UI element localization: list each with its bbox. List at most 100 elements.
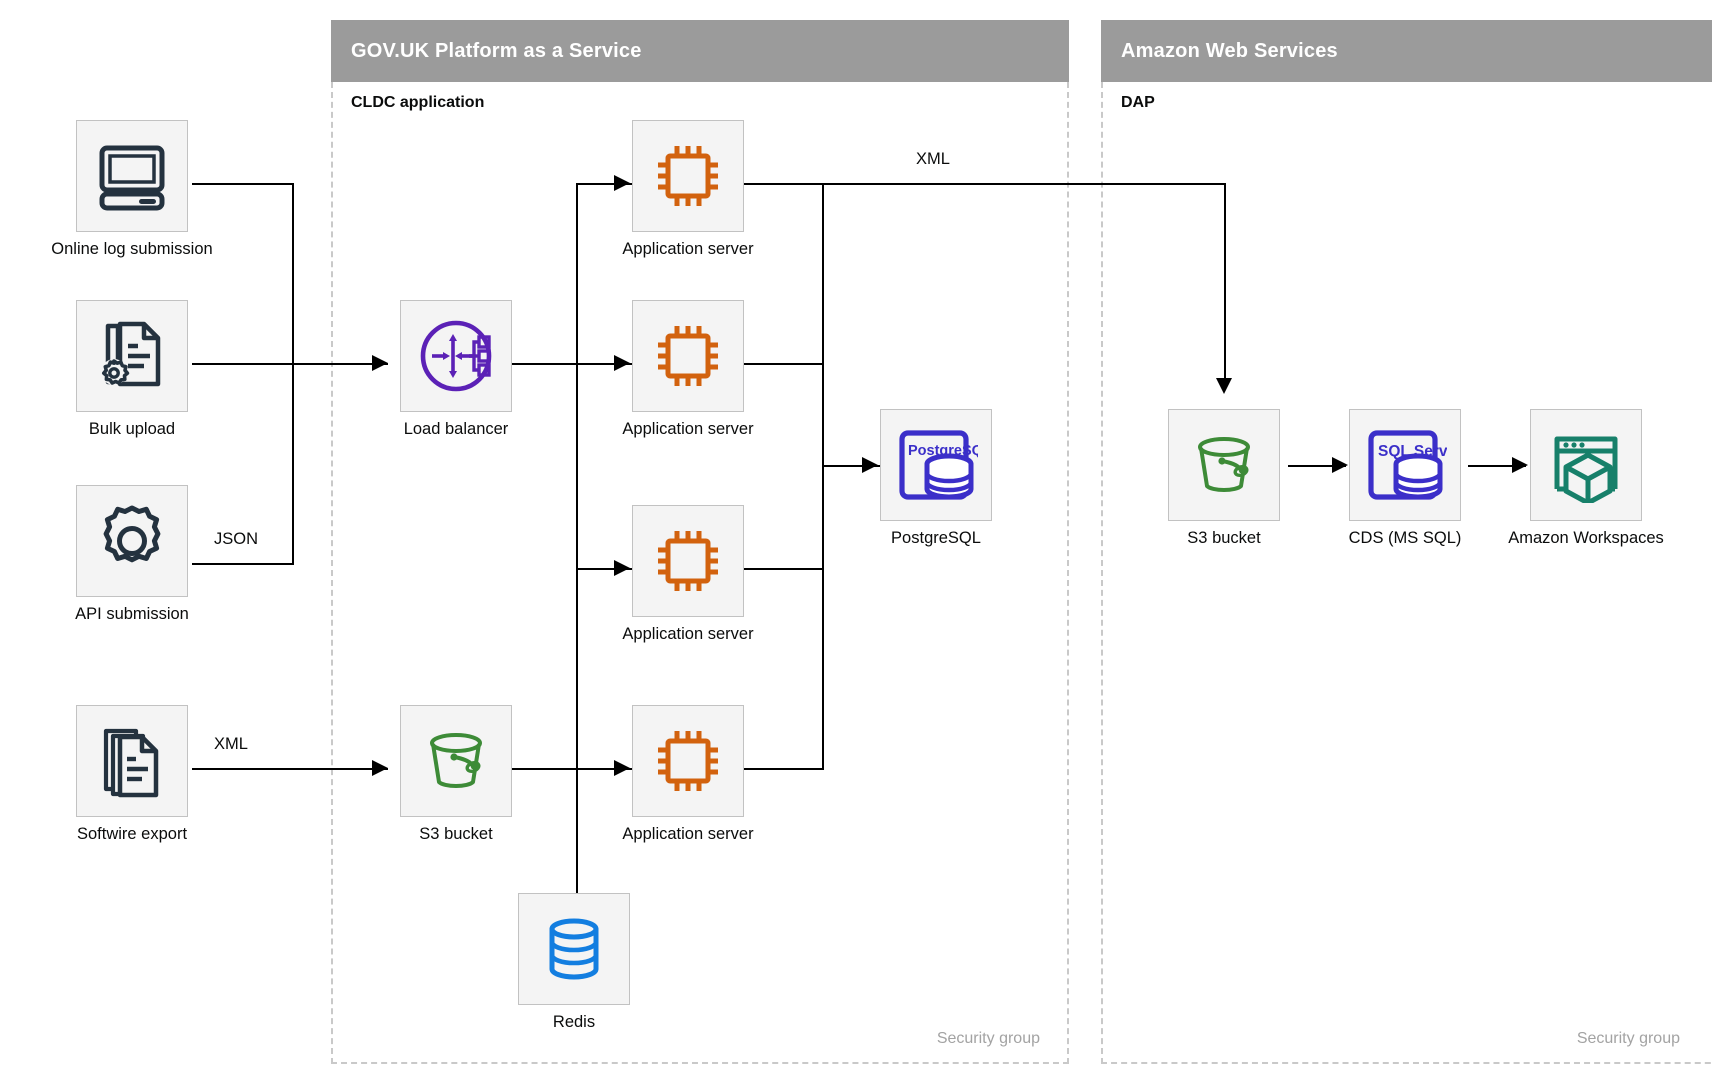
document-gear-icon [101,321,161,387]
node-label-app-server-4: Application server [622,825,754,843]
edge-label-xml-in: XML [210,735,252,754]
edge-lb-bus-v [576,183,578,773]
edge-collector-to-postgres [822,465,882,467]
security-group-label-aws: Security group [1576,1030,1680,1047]
edge-lb-app3 [576,568,632,570]
node-cds-ms-sql[interactable]: SQL Server CDS (MS SQL) [1349,409,1461,547]
node-box-online-log-submission [76,120,188,232]
edge-app4-out [744,768,824,770]
node-bulk-upload[interactable]: Bulk upload [76,300,188,438]
cpu-chip-icon [658,531,718,591]
node-box-api-submission [76,485,188,597]
node-box-load-balancer [400,300,512,412]
node-box-cds-ms-sql: SQL Server [1349,409,1461,521]
arrow-into-app-server-3 [614,560,630,576]
cpu-chip-icon [658,326,718,386]
node-label-s3-bucket-aws: S3 bucket [1187,529,1261,547]
node-box-postgresql: PostgreSQL [880,409,992,521]
edge-xml-to-aws-h [744,183,1226,185]
load-balancer-icon [420,320,492,392]
node-postgresql[interactable]: PostgreSQL PostgreSQL [880,409,992,547]
group-header-paas-label: GOV.UK Platform as a Service [351,39,642,62]
security-group-label-paas: Security group [936,1030,1040,1047]
edge-app2-out [744,363,824,365]
node-label-amazon-workspaces: Amazon Workspaces [1508,529,1664,547]
group-boundary-aws [1101,82,1712,1064]
group-sublabel-dap: DAP [1121,94,1155,111]
cpu-chip-icon [658,731,718,791]
desktop-computer-icon [99,145,165,211]
node-box-bulk-upload [76,300,188,412]
edge-redis-v [576,768,578,900]
node-app-server-4[interactable]: Application server [622,705,754,843]
group-header-paas: GOV.UK Platform as a Service [331,20,1069,82]
node-label-cds-ms-sql: CDS (MS SQL) [1348,529,1462,547]
edge-label-xml-out: XML [912,150,954,169]
arrow-into-s3-bucket-aws [1216,378,1232,394]
node-label-s3-bucket-paas: S3 bucket [419,825,493,843]
node-app-server-3[interactable]: Application server [622,505,754,643]
edge-api-h [192,563,294,565]
arrow-into-app-server-1 [614,175,630,191]
s3-bucket-icon [430,733,482,789]
node-amazon-workspaces[interactable]: Amazon Workspaces [1508,409,1664,547]
node-app-server-1[interactable]: Application server [622,120,754,258]
node-redis[interactable]: Redis [518,893,630,1031]
workspaces-cube-icon [1554,436,1618,503]
edge-bulk-h [192,363,388,365]
node-label-online-log-submission: Online log submission [51,240,213,258]
cpu-chip-icon [658,146,718,206]
arrow-into-postgresql [862,457,878,473]
node-box-app-server-3 [632,505,744,617]
edge-collector-bus-v [822,183,824,768]
sql-server-database-icon: SQL Server [1368,430,1447,500]
node-label-api-submission: API submission [75,605,189,623]
node-box-amazon-workspaces [1530,409,1642,521]
edge-lb-app2 [576,363,632,365]
arrow-into-s3-bucket-paas [372,760,388,776]
arrow-into-amazon-workspaces [1512,457,1528,473]
group-header-aws-label: Amazon Web Services [1121,39,1338,62]
node-box-redis [518,893,630,1005]
node-label-load-balancer: Load balancer [403,420,509,438]
node-api-submission[interactable]: API submission [75,485,189,623]
node-app-server-2[interactable]: Application server [622,300,754,438]
node-label-app-server-3: Application server [622,625,754,643]
edge-lb-out-h [512,363,578,365]
edge-online-log-v [292,183,294,563]
documents-stack-icon [103,728,159,798]
arrow-into-app-server-4 [614,760,630,776]
node-box-s3-bucket-paas [400,705,512,817]
node-label-bulk-upload: Bulk upload [88,420,176,438]
edge-lb-app4 [576,768,632,770]
s3-bucket-icon [1198,437,1250,493]
node-box-app-server-4 [632,705,744,817]
edge-s3-to-app4 [512,768,578,770]
node-label-postgresql: PostgreSQL [891,529,981,547]
group-boundary-paas [331,82,1069,1064]
node-box-s3-bucket-aws [1168,409,1280,521]
arrow-into-cds [1332,457,1348,473]
edge-xml-to-aws-v [1224,183,1226,383]
node-box-app-server-2 [632,300,744,412]
node-box-softwire-export [76,705,188,817]
node-load-balancer[interactable]: Load balancer [400,300,512,438]
node-label-app-server-2: Application server [622,420,754,438]
postgresql-database-icon: PostgreSQL [899,430,978,500]
node-s3-bucket-aws[interactable]: S3 bucket [1168,409,1280,547]
node-label-redis: Redis [552,1013,596,1031]
edge-s3-to-cds [1288,465,1346,467]
node-s3-bucket-paas[interactable]: S3 bucket [400,705,512,843]
arrow-into-load-balancer [372,355,388,371]
edge-cds-to-workspaces [1468,465,1526,467]
edge-softwire-to-s3 [192,768,388,770]
node-label-app-server-1: Application server [622,240,754,258]
node-online-log-submission[interactable]: Online log submission [51,120,213,258]
gear-icon [103,505,161,563]
node-softwire-export[interactable]: Softwire export [76,705,188,843]
edge-app3-out [744,568,824,570]
node-box-app-server-1 [632,120,744,232]
redis-database-icon [549,918,599,980]
edge-lb-app1 [576,183,632,185]
